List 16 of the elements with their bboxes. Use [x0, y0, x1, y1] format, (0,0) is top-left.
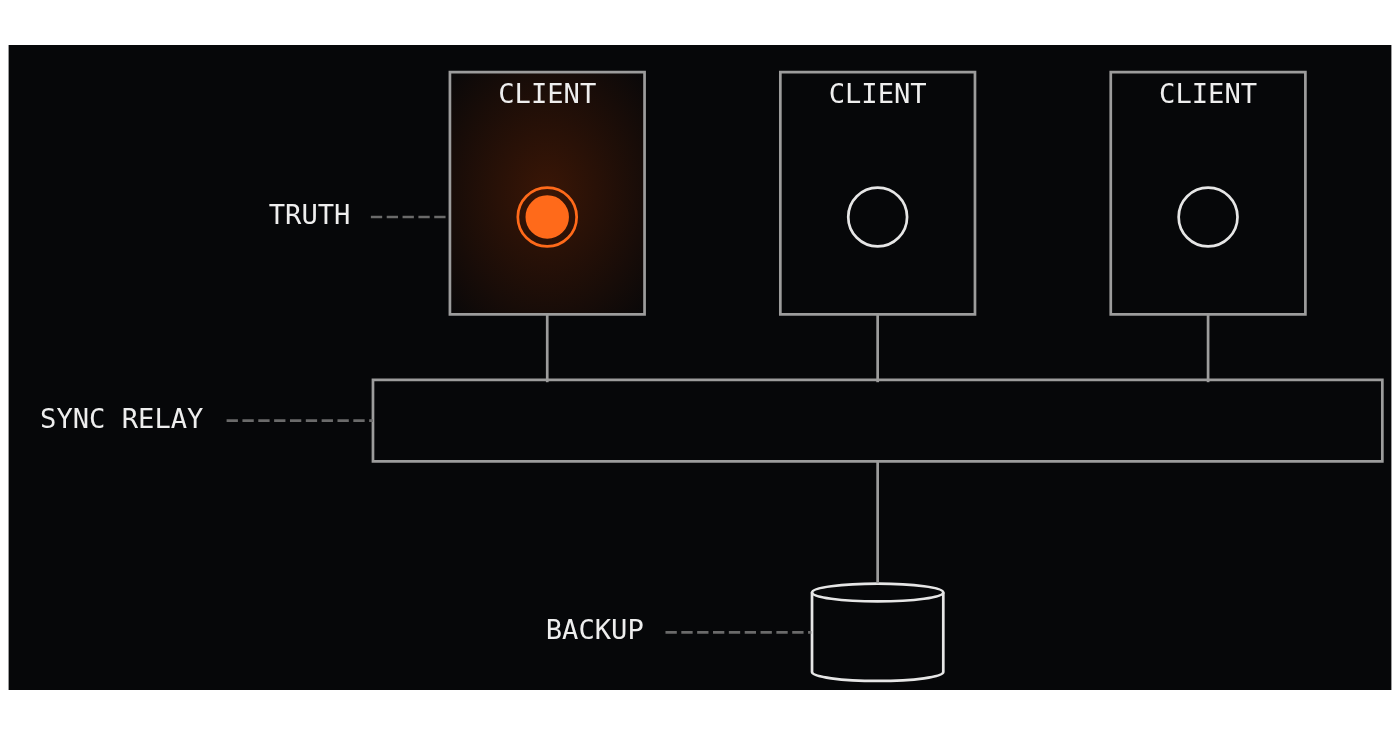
node-bar: [371, 378, 1384, 463]
node-circle: [846, 186, 909, 248]
cluster: CLIENT: [779, 70, 977, 316]
connector: [1206, 314, 1210, 383]
node-text: TRUTH: [268, 199, 351, 231]
node-text: SYNC RELAY: [40, 402, 204, 434]
connector: [545, 314, 549, 383]
cluster: CLIENT: [448, 70, 646, 316]
connector: [226, 419, 373, 423]
connector: [876, 461, 879, 584]
connector: [665, 630, 812, 634]
connector: [876, 314, 879, 383]
cluster: CLIENT: [1109, 70, 1307, 316]
node-text: BACKUP: [545, 614, 644, 646]
node-circle: [1177, 186, 1239, 248]
node-circle: [516, 186, 578, 248]
